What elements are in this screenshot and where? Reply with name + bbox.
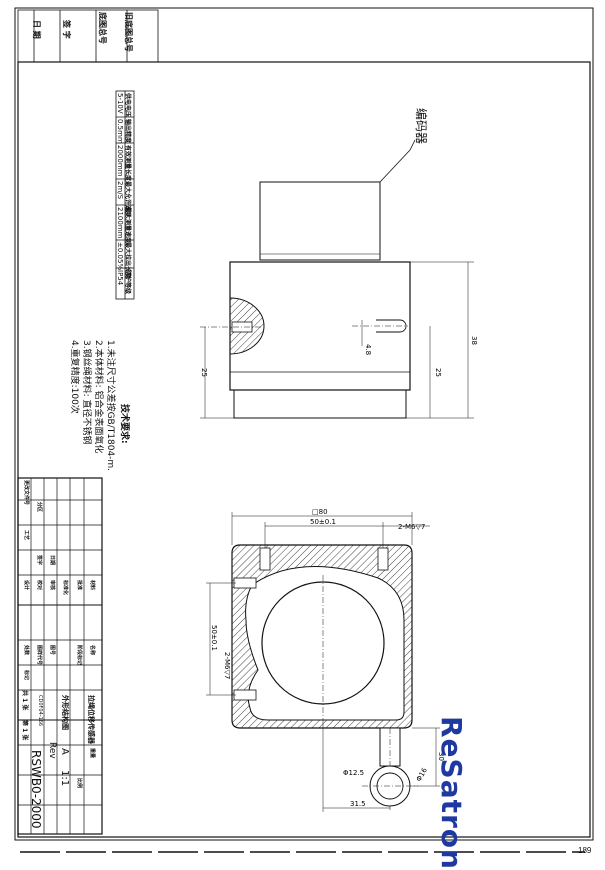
tech-req-title: 技术要求: [119,404,129,444]
margin-table [17,9,159,63]
tb-rev: A [59,748,70,755]
tb-label-6: 日期 [49,555,55,566]
spec-v1: 0.5mm [116,119,124,144]
dim-height-total: 38 [470,336,478,345]
spec-h1: 输出精度 [124,119,131,144]
tb-code: CD0F04-166 [37,695,43,727]
dim-hole-spacing: 50±0.1 [310,518,336,526]
spec-h2: 有效测量长度 [124,145,131,182]
spec-table [115,90,135,300]
tb-drawing-title: 外形结构图 [61,695,69,730]
margin-label-2: 底图总号 [98,12,107,44]
spec-extra-v1: ±0.05% [116,242,124,271]
dim-ring-dia-2: Φ16 [415,766,429,783]
dim-thread-side: 2-M6▽7 [223,652,231,679]
side-view [200,139,474,419]
margin-label-1: 旧底图总号 [124,12,133,52]
dim-right-height: 25 [434,368,442,377]
spec-extra-h0: 最大测量速度 [124,207,131,244]
tb-label-10: 处数 [23,645,29,656]
outer-frame [14,7,594,841]
tb-scale-label: 比例 [76,778,82,789]
tb-product-name: 拉绳位移传感器 [87,695,95,744]
tb-sheet-index: 第 1 张 [21,720,28,741]
tech-req-2: 2.本体材料: 铝合金表面氧化 [93,340,103,454]
tb-label-7: 签字 [36,555,42,566]
spec-extra-v0: 2100mm [116,207,124,239]
tech-req-3: 3.钢丝绳材料: 直径不锈钢 [81,340,91,445]
tb-label-13: 图样代号 [36,645,42,666]
margin-label-3: 签 字 [62,20,71,39]
dim-thread-top: 2-M6▽7 [398,523,425,531]
tb-label-9: 分区 [36,502,42,513]
dim-side-spacing: 50±0.1 [210,625,218,651]
encoder-label: 编码器 [414,108,428,145]
spec-v3: 2m/S [116,181,124,200]
title-block [17,477,103,835]
tb-label-8: 更改文件号 [23,480,29,506]
tb-label-1: 校对 [36,580,42,591]
encoder-box [259,181,381,261]
tb-label-16: 名称 [89,645,95,656]
tb-label-5: 批准 [76,580,82,591]
section-view [206,512,440,812]
dim-slot-depth: 4.8 [364,344,372,355]
spec-h0: 供电电压 [124,93,131,118]
tech-req-4: 4.重复精度:100次 [69,340,79,414]
spec-v2: 2000mm [116,145,124,177]
tb-label-4: 标准化 [62,580,68,596]
tech-req-1: 1.未注尺寸公差按GB/T1804-m. [105,340,115,472]
tb-label-0: 设计 [23,580,29,591]
spec-v4: IP54 [116,270,124,286]
tb-label-15: 图号 [49,645,55,656]
tb-label-2: 审核 [49,580,55,591]
tb-scale: 1:1 [59,770,70,787]
margin-label-4: 日 期 [32,20,41,39]
tb-label-3: 工艺 [23,530,29,541]
tb-drawing-number: RSWB0-2000 [29,750,43,829]
tb-weight-label: 重量 [89,748,95,759]
spec-v0: 5-10V [116,93,124,114]
dim-left-height: 25 [200,368,208,377]
page-number: 189 [578,846,592,855]
dim-cable-offset: 30 [437,752,445,761]
inner-frame [17,61,591,838]
tb-label-11: 标记 [23,670,29,681]
tb-rev-label: Rev [47,742,57,759]
dim-width-square: □80 [312,508,328,516]
tb-label-14: 材料 [89,580,95,591]
spec-h4: 防护等级 [124,270,131,295]
brand-logo: ReSatron [435,716,468,870]
tb-label-12: 阶段标记 [76,645,82,666]
dim-ring-offset: 31.5 [350,800,366,808]
dim-ring-dia-1: Φ12.5 [343,769,364,777]
tb-sheet-total: 共 1 张 [21,690,28,711]
